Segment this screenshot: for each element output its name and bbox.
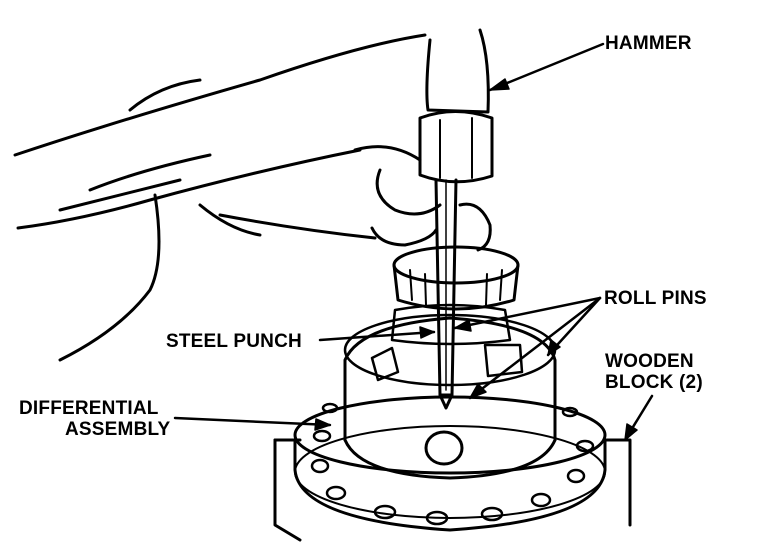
roll-pin-leader-2: [468, 296, 602, 400]
wooden-block-right: [603, 438, 632, 527]
hand: [58, 145, 492, 362]
differential-label-line2: ASSEMBLY: [65, 419, 171, 440]
differential-label-line1: DIFFERENTIAL: [19, 398, 159, 419]
differential-case: [343, 303, 557, 480]
steel-punch: [434, 178, 458, 410]
wooden-block-label-line1: WOODEN: [605, 351, 694, 372]
arrowheads: [314, 78, 638, 441]
hammer-leader: [488, 42, 605, 92]
flange-bolt-holes: [310, 402, 595, 526]
forearm: [13, 33, 427, 230]
differential-flange: [293, 395, 607, 532]
wooden-block-label: WOODEN BLOCK (2): [605, 351, 703, 393]
roll-pin-leader-1: [453, 296, 602, 330]
steel-punch-label: STEEL PUNCH: [166, 331, 302, 352]
differential-assembly-label: DIFFERENTIAL ASSEMBLY: [19, 398, 170, 440]
side-bearing: [392, 245, 520, 311]
leader-lines: [173, 42, 654, 442]
wooden-block-label-line2: BLOCK (2): [605, 372, 703, 393]
hammer-label: HAMMER: [605, 33, 692, 54]
hammer: [418, 28, 494, 184]
steel-punch-leader: [318, 330, 436, 342]
roll-pins-label: ROLL PINS: [604, 288, 707, 309]
differential-leader: [173, 416, 332, 427]
